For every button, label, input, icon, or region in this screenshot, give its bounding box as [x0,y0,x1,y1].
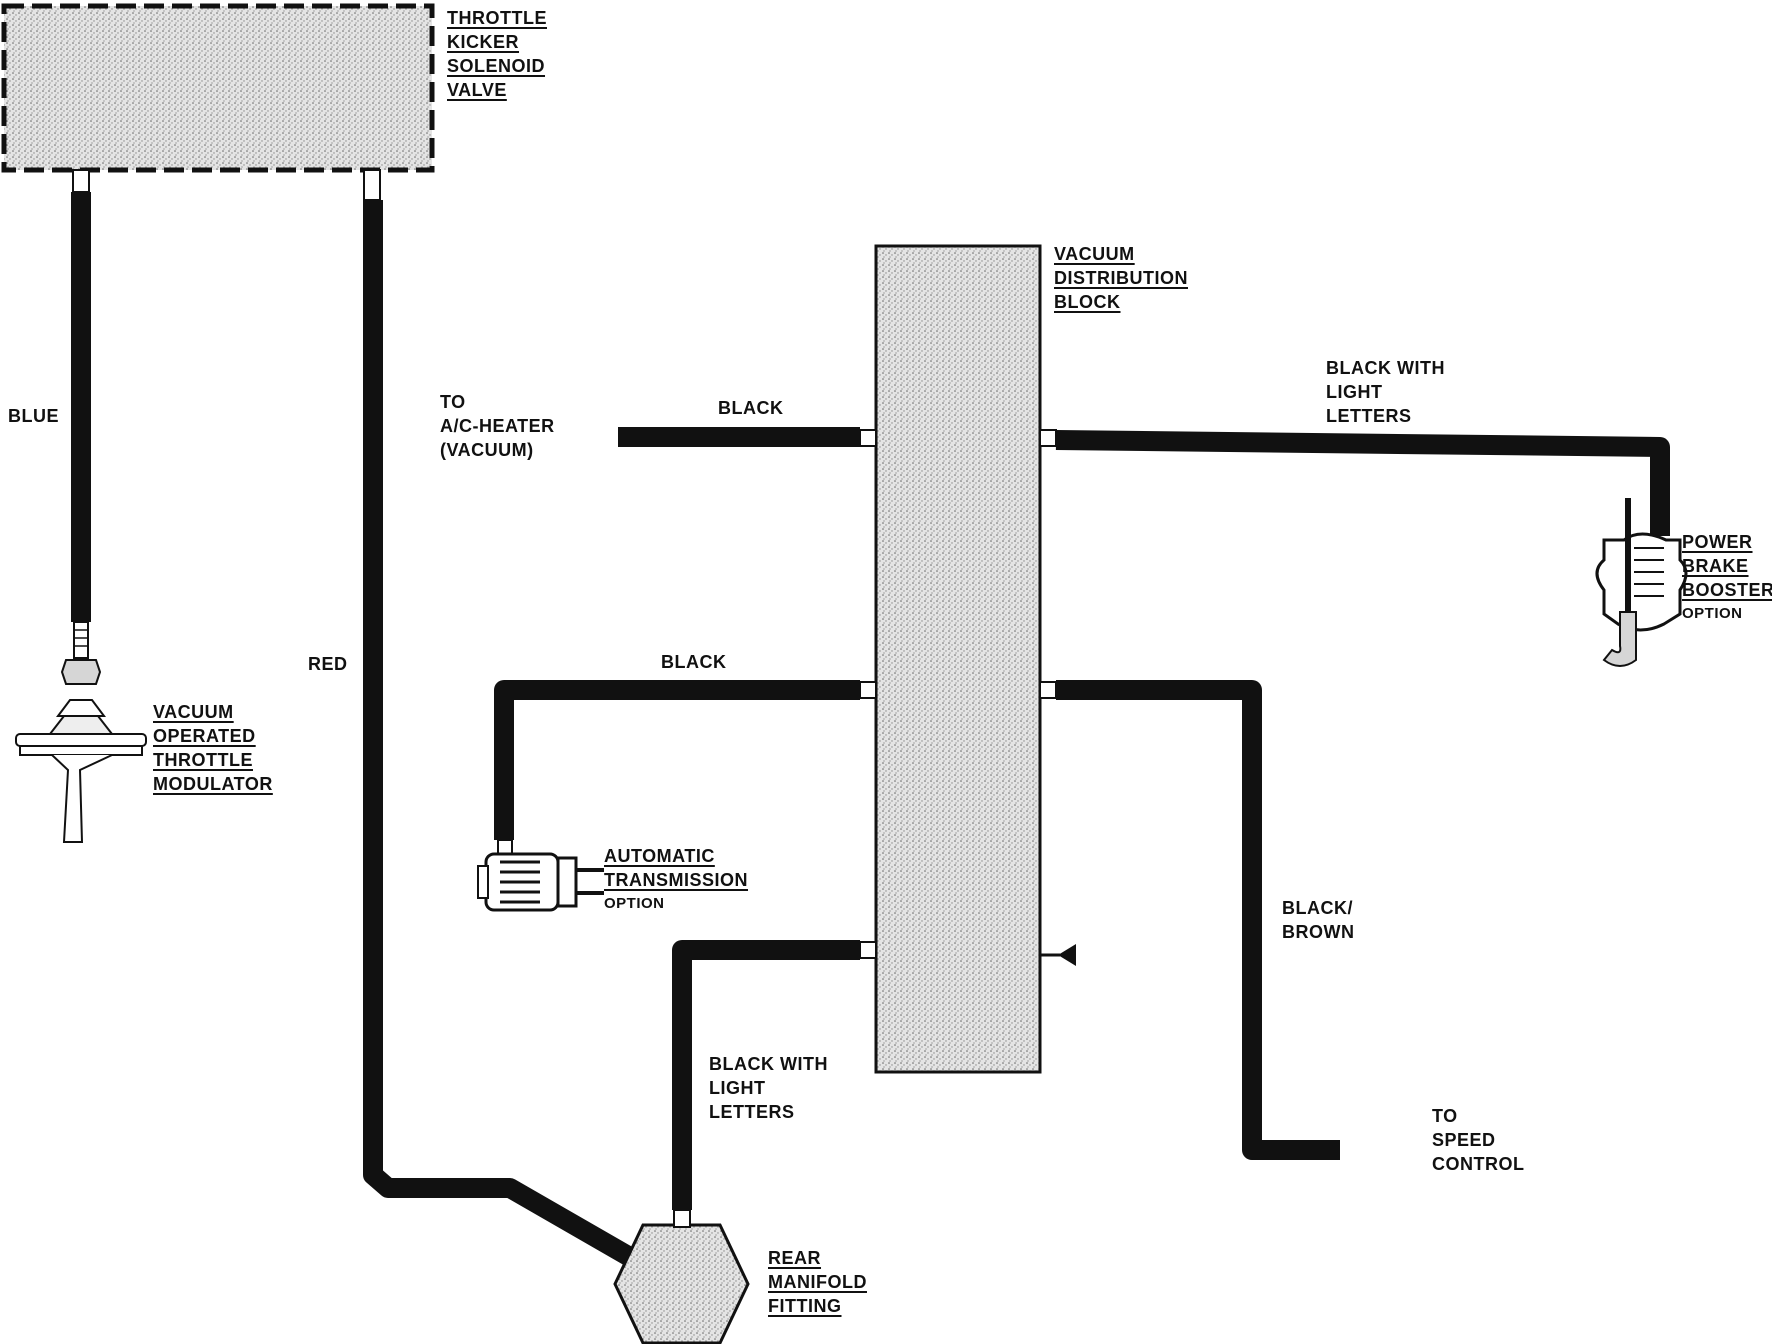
manifold-fitting-label: REAR MANIFOLD FITTING [768,1248,867,1316]
rear-manifold-fitting [613,1223,750,1344]
throttle-modulator [15,621,147,843]
power-brake-booster [1595,498,1688,667]
block-port-manifold [859,941,877,959]
solenoid-valve-box [1,3,435,173]
manifold-port-top [673,1209,691,1228]
block-port-ac [859,429,877,447]
vacuum-distribution-block [874,244,1042,1074]
speed-control-destination-label: TO SPEED CONTROL [1432,1106,1525,1174]
solenoid-port-right [363,169,381,201]
blue-hose-label: BLUE [8,406,59,426]
transmission-label: AUTOMATIC TRANSMISSION OPTION [604,846,749,912]
block-plug [1040,944,1076,966]
block-port-speed [1039,681,1057,699]
booster-hose [1055,430,1670,536]
transmission-hose-label: BLACK [661,652,727,672]
speed-control-hose [1056,680,1340,1160]
brake-booster-label: POWER BRAKE BOOSTER OPTION [1682,532,1772,622]
speed-hose-label: BLACK/ BROWN [1282,898,1355,942]
block-port-transmission [859,681,877,699]
block-port-booster [1039,429,1057,447]
manifold-hose-label: BLACK WITH LIGHT LETTERS [709,1054,828,1122]
manifold-hose [672,940,860,1210]
distribution-block-label: VACUUM DISTRIBUTION BLOCK [1054,244,1188,312]
ac-hose-label: BLACK [718,398,784,418]
transmission-hose [494,680,860,840]
ac-heater-destination-label: TO A/C-HEATER (VACUUM) [440,392,555,460]
red-hose-label: RED [308,654,348,674]
modulator-label: VACUUM OPERATED THROTTLE MODULATOR [153,702,273,794]
solenoid-valve-label: THROTTLE KICKER SOLENOID VALVE [447,8,547,100]
red-hose [363,200,640,1269]
solenoid-port-left [72,169,90,193]
booster-hose-label: BLACK WITH LIGHT LETTERS [1326,358,1445,426]
transmission-modulator [477,839,604,912]
